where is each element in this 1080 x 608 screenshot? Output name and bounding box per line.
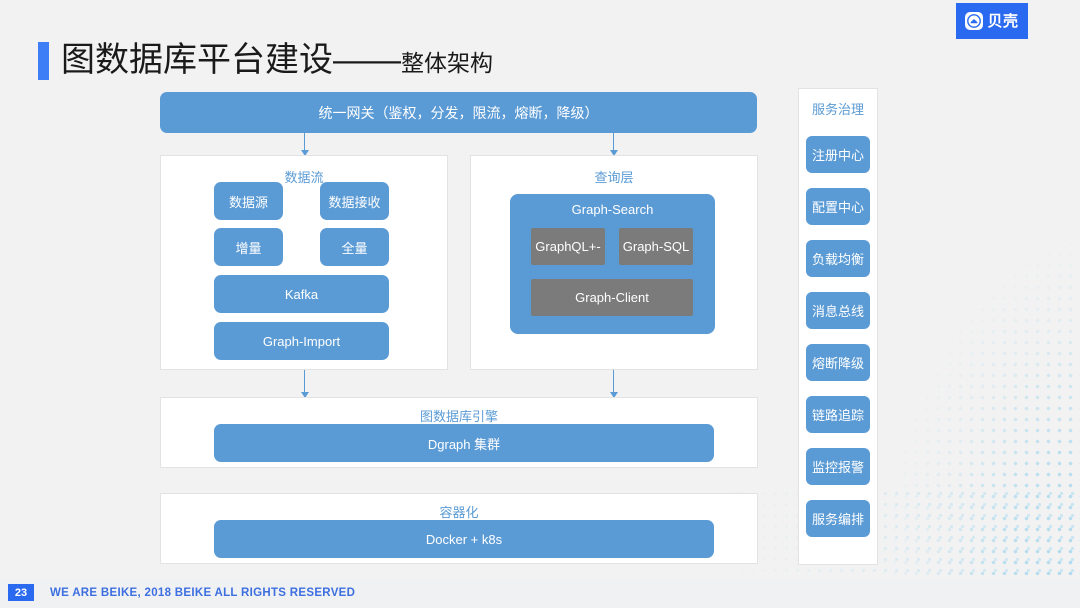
governance-item-6[interactable]: 链路追踪 bbox=[806, 396, 870, 433]
dataflow-box-graph-import[interactable]: Graph-Import bbox=[214, 322, 389, 360]
title-accent-bar bbox=[38, 42, 49, 80]
governance-label: 服务治理 bbox=[811, 102, 864, 117]
dataflow-box-incremental[interactable]: 增量 bbox=[214, 228, 283, 266]
arrow-gateway-to-query bbox=[609, 133, 618, 156]
dataflow-box-data-source[interactable]: 数据源 bbox=[214, 182, 283, 220]
governance-item-8[interactable]: 服务编排 bbox=[806, 500, 870, 537]
footer-copyright: WE ARE BEIKE, 2018 BEIKE ALL RIGHTS RESE… bbox=[50, 586, 356, 599]
beike-house-icon bbox=[965, 12, 984, 30]
title-main-text: 图数据库平台建设—— bbox=[61, 41, 401, 79]
query-box-graph-client[interactable]: Graph-Client bbox=[531, 279, 693, 316]
engine-box-dgraph-cluster[interactable]: Dgraph 集群 bbox=[214, 424, 714, 462]
governance-item-2[interactable]: 配置中心 bbox=[806, 188, 870, 225]
query-layer-label: 查询层 bbox=[594, 170, 634, 185]
governance-item-3[interactable]: 负载均衡 bbox=[806, 240, 870, 277]
dataflow-box-data-receive[interactable]: 数据接收 bbox=[320, 182, 389, 220]
dataflow-box-kafka[interactable]: Kafka bbox=[214, 275, 389, 313]
gateway-box[interactable]: 统一网关（鉴权，分发，限流，熔断，降级） bbox=[160, 92, 757, 133]
beike-logo: 贝壳 bbox=[956, 3, 1028, 39]
containerization-box-docker-k8s[interactable]: Docker + k8s bbox=[214, 520, 714, 558]
engine-label: 图数据库引擎 bbox=[419, 409, 498, 424]
arrow-query-to-engine bbox=[609, 370, 618, 398]
slide-footer: 23 WE ARE BEIKE, 2018 BEIKE ALL RIGHTS R… bbox=[0, 579, 1080, 608]
dataflow-box-full[interactable]: 全量 bbox=[320, 228, 389, 266]
page-number-badge: 23 bbox=[8, 584, 34, 601]
title-sub-text: 整体架构 bbox=[401, 50, 493, 76]
logo-wordmark: 贝壳 bbox=[987, 12, 1019, 30]
governance-item-1[interactable]: 注册中心 bbox=[806, 136, 870, 173]
dataflow-label: 数据流 bbox=[284, 170, 324, 185]
governance-item-4[interactable]: 消息总线 bbox=[806, 292, 870, 329]
arrow-dataflow-to-engine bbox=[300, 370, 309, 398]
containerization-label: 容器化 bbox=[439, 505, 479, 520]
query-box-graph-sql[interactable]: Graph-SQL bbox=[619, 228, 693, 265]
graph-search-title: Graph-Search bbox=[571, 202, 654, 217]
page-title: 图数据库平台建设——整体架构 bbox=[38, 36, 493, 80]
governance-item-7[interactable]: 监控报警 bbox=[806, 448, 870, 485]
query-box-graphql[interactable]: GraphQL+- bbox=[531, 228, 605, 265]
arrow-gateway-to-dataflow bbox=[300, 133, 309, 156]
governance-item-5[interactable]: 熔断降级 bbox=[806, 344, 870, 381]
halftone-dot-decoration bbox=[845, 95, 1080, 575]
